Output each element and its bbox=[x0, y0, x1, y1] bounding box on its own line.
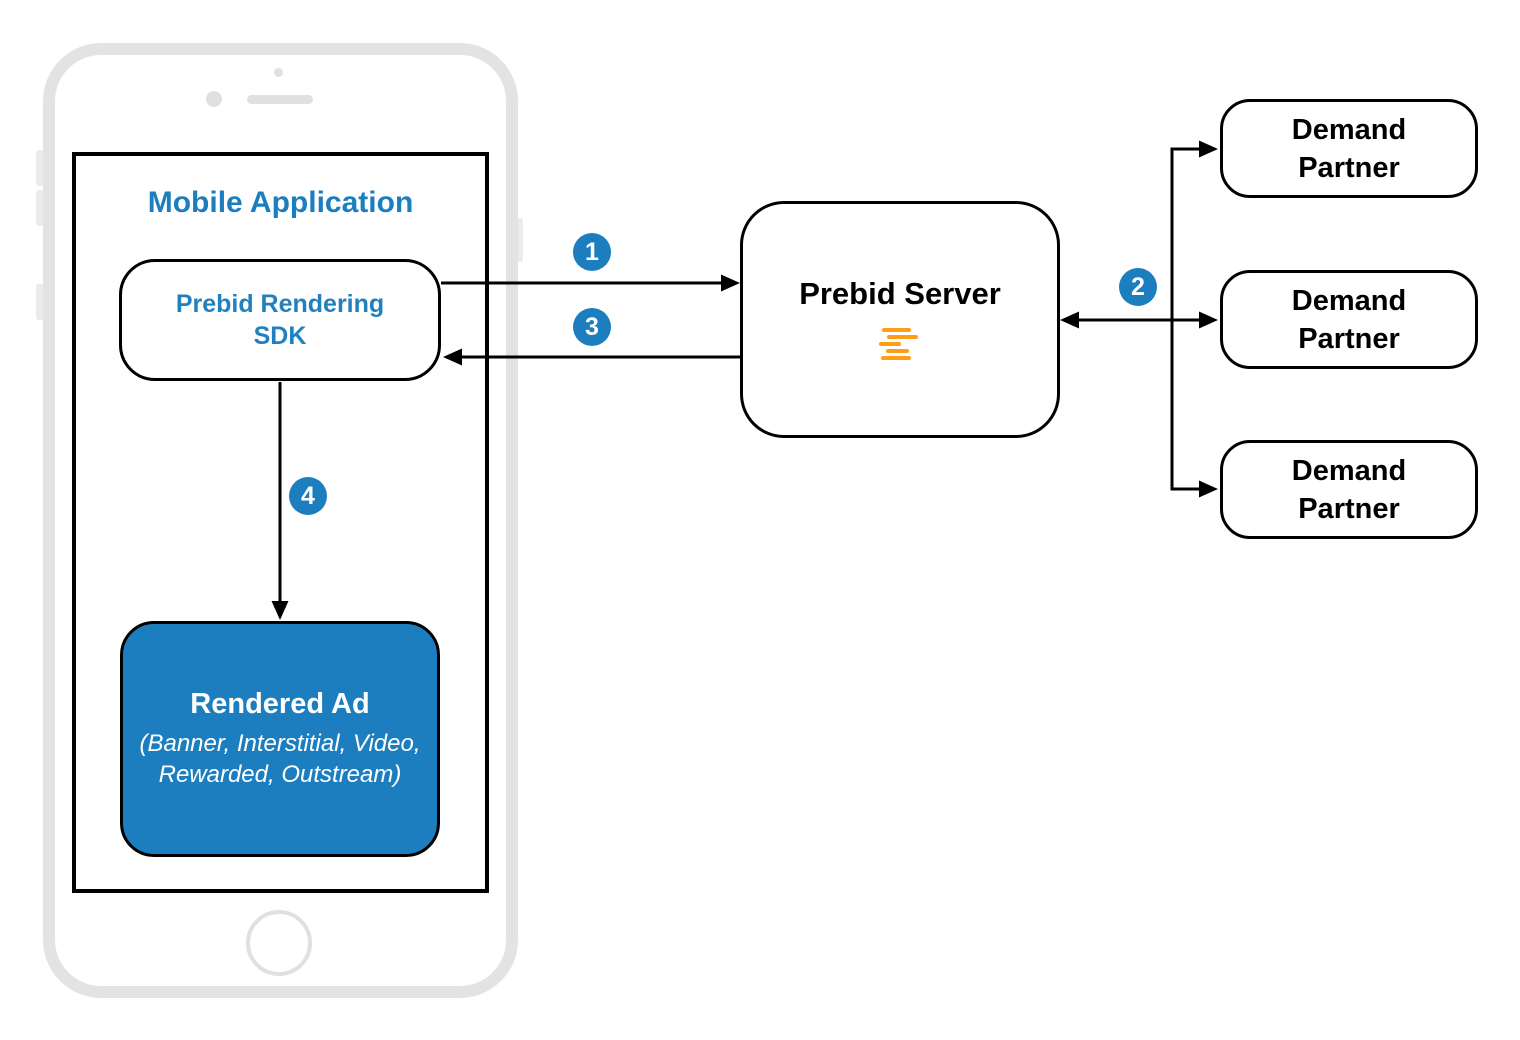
prebid-rendering-sdk-box: Prebid Rendering SDK bbox=[119, 259, 441, 381]
demand-partner-3-line2: Partner bbox=[1298, 492, 1400, 525]
prebid-server-label: Prebid Server bbox=[799, 275, 1001, 311]
demand-partner-box-3: Demand Partner bbox=[1220, 440, 1478, 539]
rendered-ad-subtitle-line1: (Banner, Interstitial, Video, bbox=[139, 730, 421, 757]
arrow-step-2 bbox=[1060, 311, 1218, 329]
sdk-label-line1: Prebid Rendering bbox=[175, 290, 385, 318]
prebid-logo-icon bbox=[877, 326, 923, 364]
step-badge-3: 3 bbox=[573, 308, 611, 346]
phone-volume-down-button bbox=[36, 284, 45, 320]
demand-partner-3-line1: Demand bbox=[1291, 454, 1407, 487]
phone-speaker bbox=[247, 95, 313, 104]
phone-camera-icon bbox=[206, 91, 222, 107]
rendered-ad-subtitle-line2: Rewarded, Outstream) bbox=[158, 761, 402, 788]
phone-power-button bbox=[514, 218, 523, 262]
partner-branch-lines bbox=[1170, 140, 1218, 498]
step-badge-1: 1 bbox=[573, 233, 611, 271]
phone-home-button bbox=[246, 910, 312, 976]
phone-volume-up-button bbox=[36, 190, 45, 226]
demand-partner-2-line2: Partner bbox=[1298, 322, 1400, 355]
phone-mute-switch bbox=[36, 150, 45, 186]
mobile-application-title: Mobile Application bbox=[147, 186, 414, 219]
rendered-ad-title: Rendered Ad bbox=[190, 688, 370, 720]
demand-partner-box-1: Demand Partner bbox=[1220, 99, 1478, 198]
demand-partner-box-2: Demand Partner bbox=[1220, 270, 1478, 369]
prebid-server-box: Prebid Server bbox=[740, 201, 1060, 438]
rendered-ad-box: Rendered Ad (Banner, Interstitial, Video… bbox=[120, 621, 440, 857]
demand-partner-2-line1: Demand bbox=[1291, 284, 1407, 317]
phone-sensor-dot bbox=[274, 68, 283, 77]
demand-partner-1-line1: Demand bbox=[1291, 113, 1407, 146]
demand-partner-1-line2: Partner bbox=[1298, 151, 1400, 184]
step-badge-4: 4 bbox=[289, 477, 327, 515]
sdk-label-line2: SDK bbox=[253, 322, 307, 350]
step-badge-2: 2 bbox=[1119, 268, 1157, 306]
